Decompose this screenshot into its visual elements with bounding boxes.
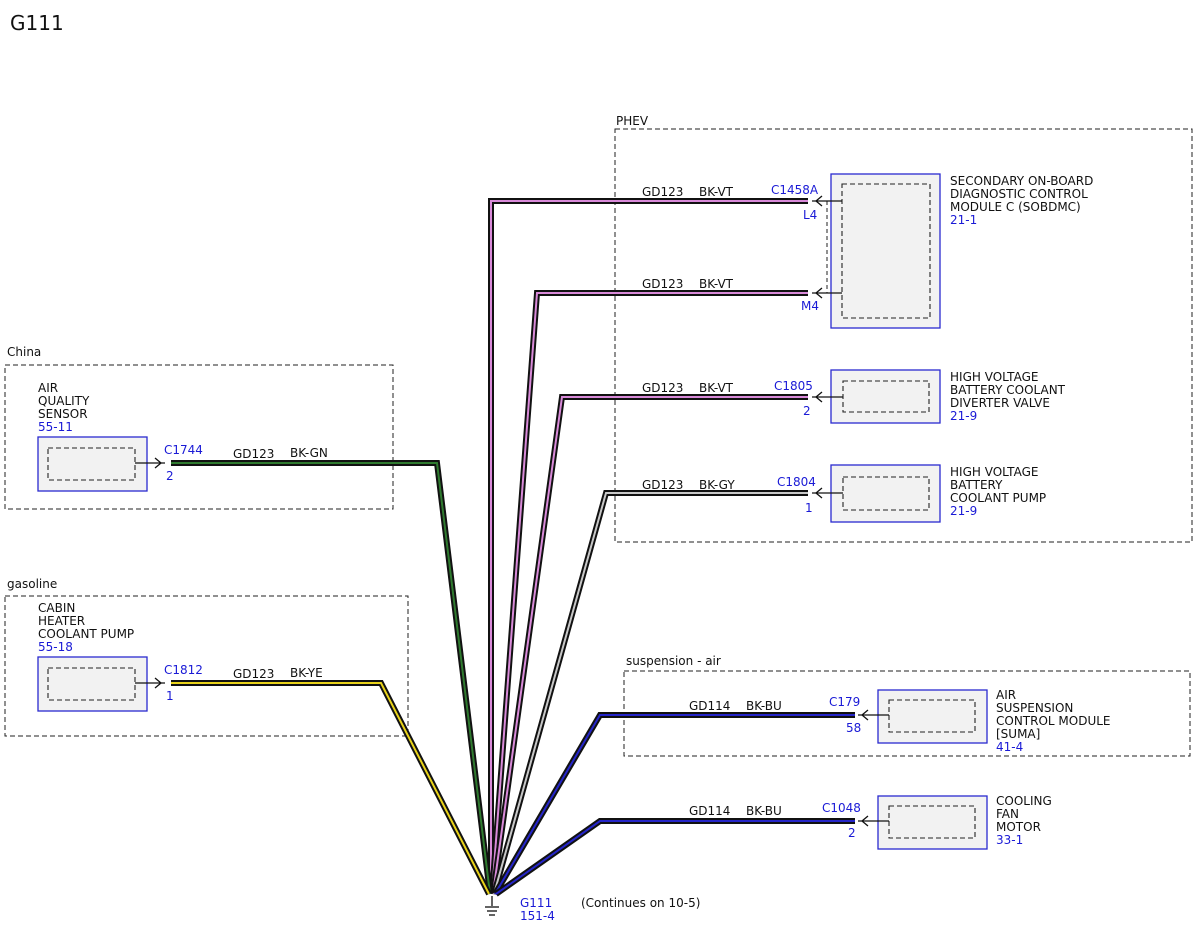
connector-id-link[interactable]: C1744 xyxy=(164,443,203,457)
connector-pin: 2 xyxy=(848,826,856,840)
component-air-quality-sensor[interactable]: AIR QUALITY SENSOR 55-11 xyxy=(37,381,148,492)
ground-name-link[interactable]: G111 xyxy=(520,896,552,910)
wire-color-label: BK-BU xyxy=(746,699,782,713)
group-label-china: China xyxy=(7,345,41,359)
wire-labels: GD123 BK-VT C1458A L4 GD123 BK-VT M4 GD1… xyxy=(164,183,861,840)
wire-color-label: BK-VT xyxy=(699,381,734,395)
wire-circuit-label: GD123 xyxy=(642,185,683,199)
group-label-phev: PHEV xyxy=(616,114,649,128)
wire-bk-gn xyxy=(171,460,493,895)
component-label-line: MODULE C (SOBDMC) xyxy=(950,200,1081,214)
wire-circuit-label: GD114 xyxy=(689,804,730,818)
component-label-line: [SUMA] xyxy=(996,727,1040,741)
component-label-line: DIVERTER VALVE xyxy=(950,396,1050,410)
continuation-note: (Continues on 10-5) xyxy=(581,896,700,910)
wire-circuit-label: GD123 xyxy=(642,277,683,291)
component-label-line: BATTERY COOLANT xyxy=(950,383,1066,397)
wire-circuit-label: GD123 xyxy=(642,381,683,395)
component-label-line: COOLANT PUMP xyxy=(950,491,1046,505)
component-ref-link[interactable]: 33-1 xyxy=(996,833,1023,847)
component-label-line: CONTROL MODULE xyxy=(996,714,1111,728)
component-ref-link[interactable]: 55-11 xyxy=(38,420,73,434)
connector-id-link[interactable]: C1812 xyxy=(164,663,203,677)
wire-bk-bu xyxy=(494,818,855,897)
component-label-line: HIGH VOLTAGE xyxy=(950,465,1038,479)
component-hv-battery-coolant-pump[interactable]: HIGH VOLTAGE BATTERY COOLANT PUMP 21-9 xyxy=(830,464,1046,523)
component-ref-link[interactable]: 41-4 xyxy=(996,740,1023,754)
ground-icon xyxy=(485,896,499,916)
wire-stripe-bk-bu xyxy=(495,820,855,895)
component-label-line: COOLANT PUMP xyxy=(38,627,134,641)
component-suma[interactable]: AIR SUSPENSION CONTROL MODULE [SUMA] 41-… xyxy=(877,688,1111,754)
ground-ref-link[interactable]: 151-4 xyxy=(520,909,555,923)
wire-circuit-label: GD123 xyxy=(642,478,683,492)
connector-pin: 2 xyxy=(166,469,174,483)
wire-bk-ye xyxy=(171,680,492,896)
component-label-line: SECONDARY ON-BOARD xyxy=(950,174,1093,188)
component-label-line: COOLING xyxy=(996,794,1052,808)
connector-arrows xyxy=(135,195,889,827)
component-ref-link[interactable]: 21-9 xyxy=(950,409,977,423)
component-hv-battery-coolant-diverter-valve[interactable]: HIGH VOLTAGE BATTERY COOLANT DIVERTER VA… xyxy=(830,369,1066,424)
component-label-line: HEATER xyxy=(38,614,85,628)
group-label-gasoline: gasoline xyxy=(7,577,57,591)
component-label-line: SENSOR xyxy=(38,407,88,421)
connector-id-link[interactable]: C1458A xyxy=(771,183,819,197)
component-label-line: FAN xyxy=(996,807,1019,821)
group-gasoline: gasoline xyxy=(4,577,409,737)
component-ref-link[interactable]: 55-18 xyxy=(38,640,73,654)
group-label-suspension-air: suspension - air xyxy=(626,654,721,668)
connector-pin: 1 xyxy=(166,689,174,703)
connector-pin: 58 xyxy=(846,721,861,735)
component-cabin-heater-coolant-pump[interactable]: CABIN HEATER COOLANT PUMP 55-18 xyxy=(37,601,148,712)
component-label-line: AIR xyxy=(996,688,1016,702)
wire-color-label: BK-VT xyxy=(699,277,734,291)
component-label-line: HIGH VOLTAGE xyxy=(950,370,1038,384)
connector-id-link[interactable]: C1805 xyxy=(774,379,813,393)
component-ref-link[interactable]: 21-1 xyxy=(950,213,977,227)
group-china: China xyxy=(4,345,394,510)
wire-stripe-bk-vt xyxy=(490,200,808,894)
wires-layer xyxy=(171,198,855,897)
wire-stripe-bk-gy xyxy=(493,492,808,895)
component-label-line: SUSPENSION xyxy=(996,701,1073,715)
component-cooling-fan-motor[interactable]: COOLING FAN MOTOR 33-1 xyxy=(877,794,1052,850)
component-label-line: MOTOR xyxy=(996,820,1041,834)
component-label-line: BATTERY xyxy=(950,478,1003,492)
page-title: G111 xyxy=(10,11,64,35)
connector-pin: 1 xyxy=(805,501,813,515)
wire-circuit-label: GD123 xyxy=(233,447,274,461)
wire-color-label: BK-BU xyxy=(746,804,782,818)
wire-circuit-label: GD123 xyxy=(233,667,274,681)
wire-circuit-label: GD114 xyxy=(689,699,730,713)
wire-color-label: BK-GY xyxy=(699,478,735,492)
wire-stripe-bk-ye xyxy=(171,682,490,895)
connector-pin: M4 xyxy=(801,299,819,313)
component-sobdmc[interactable]: SECONDARY ON-BOARD DIAGNOSTIC CONTROL MO… xyxy=(826,173,1093,329)
component-label-line: CABIN xyxy=(38,601,75,615)
wire-bk-bu xyxy=(492,712,855,896)
component-label-line: AIR xyxy=(38,381,58,395)
wire-stripe-bk-vt xyxy=(492,396,808,895)
group-phev: PHEV xyxy=(614,114,1193,543)
wire-color-label: BK-YE xyxy=(290,666,323,680)
component-label-line: DIAGNOSTIC CONTROL xyxy=(950,187,1088,201)
wire-color-label: BK-VT xyxy=(699,185,734,199)
connector-pin: 2 xyxy=(803,404,811,418)
connector-pin: L4 xyxy=(803,208,817,222)
wire-stripe-bk-bu xyxy=(494,714,855,895)
wire-stripe-bk-vt xyxy=(491,292,808,895)
component-label-line: QUALITY xyxy=(38,394,90,408)
wire-color-label: BK-GN xyxy=(290,446,328,460)
component-ref-link[interactable]: 21-9 xyxy=(950,504,977,518)
connector-id-link[interactable]: C1048 xyxy=(822,801,861,815)
wire-stripe-bk-gn xyxy=(171,462,491,895)
connector-id-link[interactable]: C1804 xyxy=(777,475,816,489)
connector-id-link[interactable]: C179 xyxy=(829,695,860,709)
